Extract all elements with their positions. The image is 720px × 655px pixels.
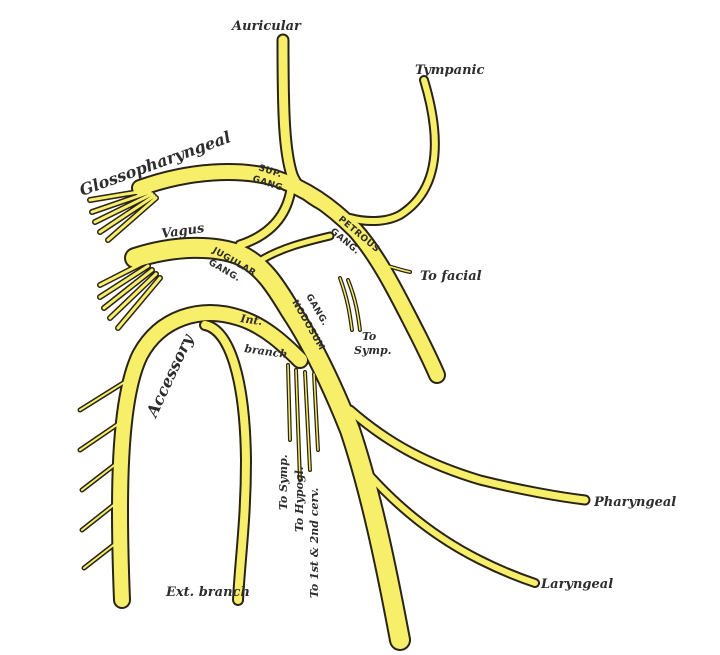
to-facial [371, 261, 411, 273]
ext-branch [201, 321, 250, 604]
label-pharyngeal: Pharyngeal [593, 495, 676, 510]
label-ext-branch: Ext. branch [165, 585, 250, 600]
label-to-symp-right-2: Symp. [354, 344, 392, 357]
label-to-facial: To facial [420, 269, 482, 284]
label-branch: branch [244, 342, 289, 361]
vagus-petrous-link [255, 233, 333, 265]
glossopharyngeal-trunk [133, 165, 444, 382]
label-to-symp-right-1: To [362, 330, 376, 343]
to-symp-right [339, 277, 361, 331]
pharyngeal-nerve [346, 406, 589, 504]
label-to-hypogl: To Hypogl. [293, 466, 306, 532]
label-to-symp-left: To Symp. [277, 454, 290, 510]
tympanic-nerve [347, 77, 438, 224]
label-tympanic: Tympanic [415, 63, 484, 78]
vagus-trunk [126, 238, 409, 649]
int-branch [197, 314, 288, 343]
label-int: Int. [239, 312, 264, 328]
label-laryngeal: Laryngeal [540, 577, 613, 592]
label-vagus: Vagus [160, 221, 206, 242]
accessory-rootlets [79, 379, 129, 569]
laryngeal-nerve [362, 467, 538, 586]
thin-branches [287, 364, 319, 481]
label-auricular: Auricular [230, 19, 302, 34]
glosso-rootlets [88, 188, 158, 242]
label-to-cerv: To 1st & 2nd cerv. [308, 487, 321, 598]
thin-branches-outline [286, 363, 320, 482]
tympanic-nerve-outline [345, 75, 440, 226]
vagus-rootlets [98, 260, 162, 330]
